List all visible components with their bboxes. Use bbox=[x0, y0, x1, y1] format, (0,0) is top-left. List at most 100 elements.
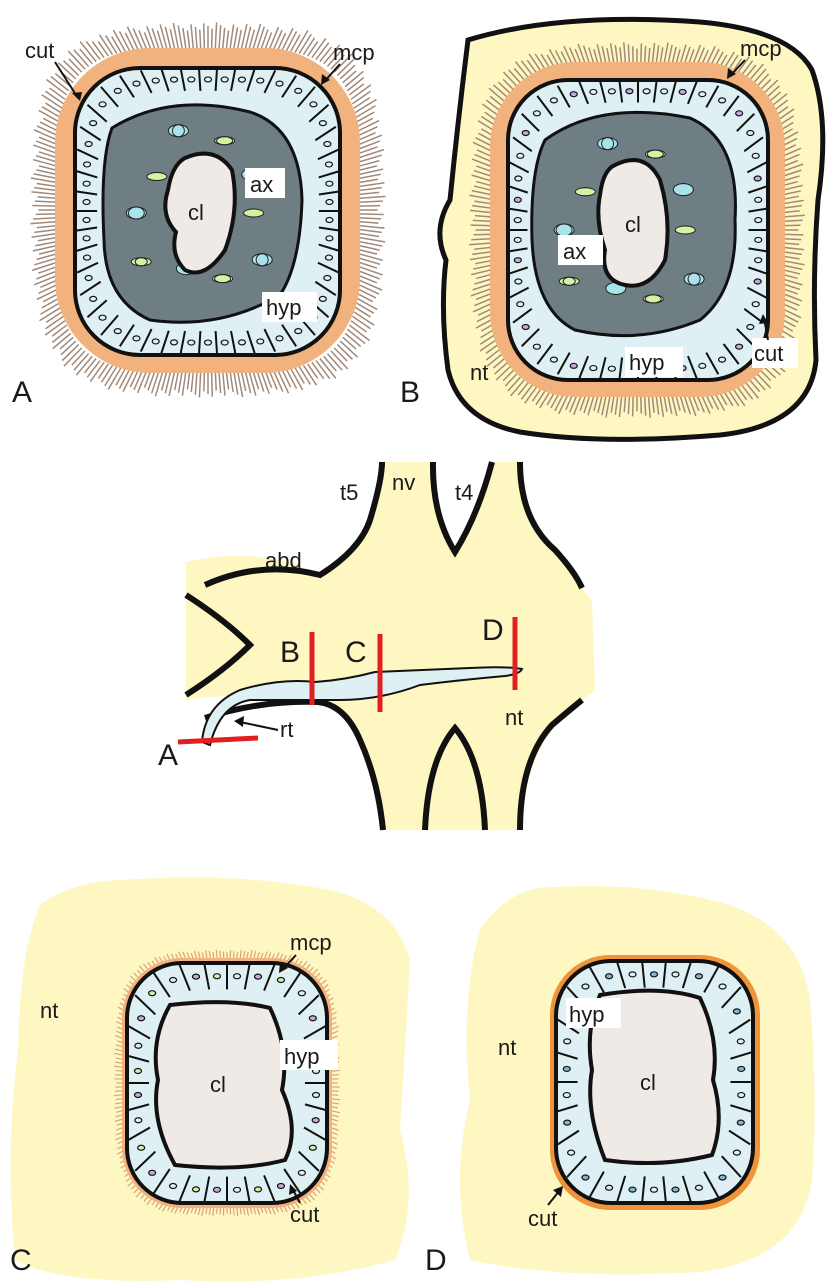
microvillus bbox=[87, 361, 100, 378]
cell-nucleus bbox=[643, 89, 650, 94]
axon-organelle bbox=[556, 224, 572, 236]
microvillus bbox=[295, 367, 304, 383]
microvillus bbox=[628, 44, 629, 63]
microvillus bbox=[42, 298, 60, 308]
panel-a-ax-label: ax bbox=[250, 172, 273, 197]
cell-nucleus bbox=[570, 92, 577, 97]
cell-nucleus bbox=[312, 1093, 319, 1098]
microvillus bbox=[74, 50, 89, 66]
microvillus bbox=[784, 234, 803, 235]
panel-c-cut-label: cut bbox=[290, 1202, 319, 1227]
cell-nucleus bbox=[152, 339, 159, 344]
cell-nucleus bbox=[514, 197, 521, 202]
cell-nucleus bbox=[255, 974, 262, 979]
cell-nucleus bbox=[84, 162, 91, 167]
cell-nucleus bbox=[319, 296, 326, 301]
microvillus bbox=[358, 289, 376, 298]
microvillus bbox=[37, 226, 56, 228]
cell-nucleus bbox=[99, 102, 106, 107]
cell-nucleus bbox=[99, 315, 106, 320]
microvillus bbox=[359, 135, 382, 144]
panel-a: cl ax hyp cut mcp A bbox=[12, 23, 385, 409]
microvillus bbox=[72, 351, 85, 365]
microvillus bbox=[327, 354, 342, 370]
axon-organelle bbox=[244, 209, 264, 217]
microvillus bbox=[286, 369, 296, 388]
middle-t4-label: t4 bbox=[455, 480, 473, 505]
middle-t5-label: t5 bbox=[340, 480, 358, 505]
microvillus bbox=[101, 365, 112, 382]
microvillus bbox=[347, 329, 365, 343]
microvillus bbox=[195, 27, 197, 48]
axon-organelle bbox=[128, 207, 144, 219]
microvillus bbox=[343, 71, 356, 83]
panel-c-hyp-label: hyp bbox=[284, 1044, 319, 1069]
section-marker-d: D bbox=[482, 614, 504, 647]
cell-nucleus bbox=[135, 1043, 142, 1048]
cell-nucleus bbox=[309, 1145, 316, 1150]
microvillus bbox=[35, 201, 56, 202]
microvillus bbox=[269, 27, 278, 49]
cell-nucleus bbox=[324, 275, 331, 280]
microvillus bbox=[92, 41, 104, 57]
middle-rt-arrow bbox=[240, 722, 278, 730]
cell-nucleus bbox=[188, 77, 195, 82]
microvillus bbox=[183, 28, 186, 48]
microvillus bbox=[215, 23, 216, 48]
axon-organelle bbox=[575, 188, 595, 196]
cell-nucleus bbox=[719, 357, 726, 362]
cell-nucleus bbox=[570, 363, 577, 368]
microvillus bbox=[340, 65, 355, 79]
microvillus bbox=[49, 88, 65, 99]
cell-nucleus bbox=[590, 366, 597, 371]
panel-a-cut-arrow bbox=[55, 62, 78, 98]
cell-nucleus bbox=[608, 89, 615, 94]
microvillus bbox=[360, 166, 377, 170]
microvillus bbox=[147, 26, 155, 48]
microvillus bbox=[74, 354, 89, 370]
microvillus bbox=[45, 316, 63, 328]
microvillus bbox=[114, 1095, 122, 1096]
microvillus bbox=[299, 366, 310, 384]
microvillus bbox=[106, 36, 117, 54]
microvillus bbox=[274, 371, 283, 392]
microvillus bbox=[358, 127, 377, 136]
cell-nucleus bbox=[661, 89, 668, 94]
microvillus bbox=[138, 371, 147, 393]
microvillus bbox=[34, 174, 56, 178]
cell-nucleus bbox=[192, 1187, 199, 1192]
panel-c-letter: C bbox=[10, 1244, 32, 1277]
cell-nucleus bbox=[755, 197, 762, 202]
cell-nucleus bbox=[522, 325, 529, 330]
cell-nucleus bbox=[590, 89, 597, 94]
cell-nucleus bbox=[738, 1093, 745, 1098]
microvillus bbox=[291, 35, 300, 52]
panel-d-hyp-label: hyp bbox=[569, 1002, 604, 1027]
microvillus bbox=[360, 188, 382, 191]
cell-nucleus bbox=[138, 1016, 145, 1021]
microvillus bbox=[175, 372, 179, 390]
cell-nucleus bbox=[629, 972, 636, 977]
cell-nucleus bbox=[695, 974, 702, 979]
panel-b-ax-label: ax bbox=[563, 239, 586, 264]
microvillus bbox=[360, 238, 385, 242]
cell-nucleus bbox=[672, 972, 679, 977]
cell-nucleus bbox=[221, 77, 228, 82]
microvillus bbox=[116, 1099, 122, 1100]
microvillus bbox=[61, 341, 76, 355]
cell-nucleus bbox=[515, 279, 522, 284]
cell-nucleus bbox=[135, 1118, 142, 1123]
microvillus bbox=[354, 98, 370, 109]
microvillus bbox=[360, 246, 380, 250]
middle-rt-arrowhead bbox=[234, 716, 244, 727]
microvillus bbox=[52, 329, 68, 342]
cell-nucleus bbox=[514, 237, 521, 242]
microvillus bbox=[358, 121, 379, 132]
microvillus bbox=[223, 28, 225, 48]
microvillus bbox=[155, 372, 162, 396]
cell-nucleus bbox=[515, 176, 522, 181]
microvillus bbox=[360, 201, 383, 202]
microvillus bbox=[32, 234, 56, 238]
microvillus bbox=[217, 1208, 218, 1214]
microvillus bbox=[98, 42, 108, 56]
